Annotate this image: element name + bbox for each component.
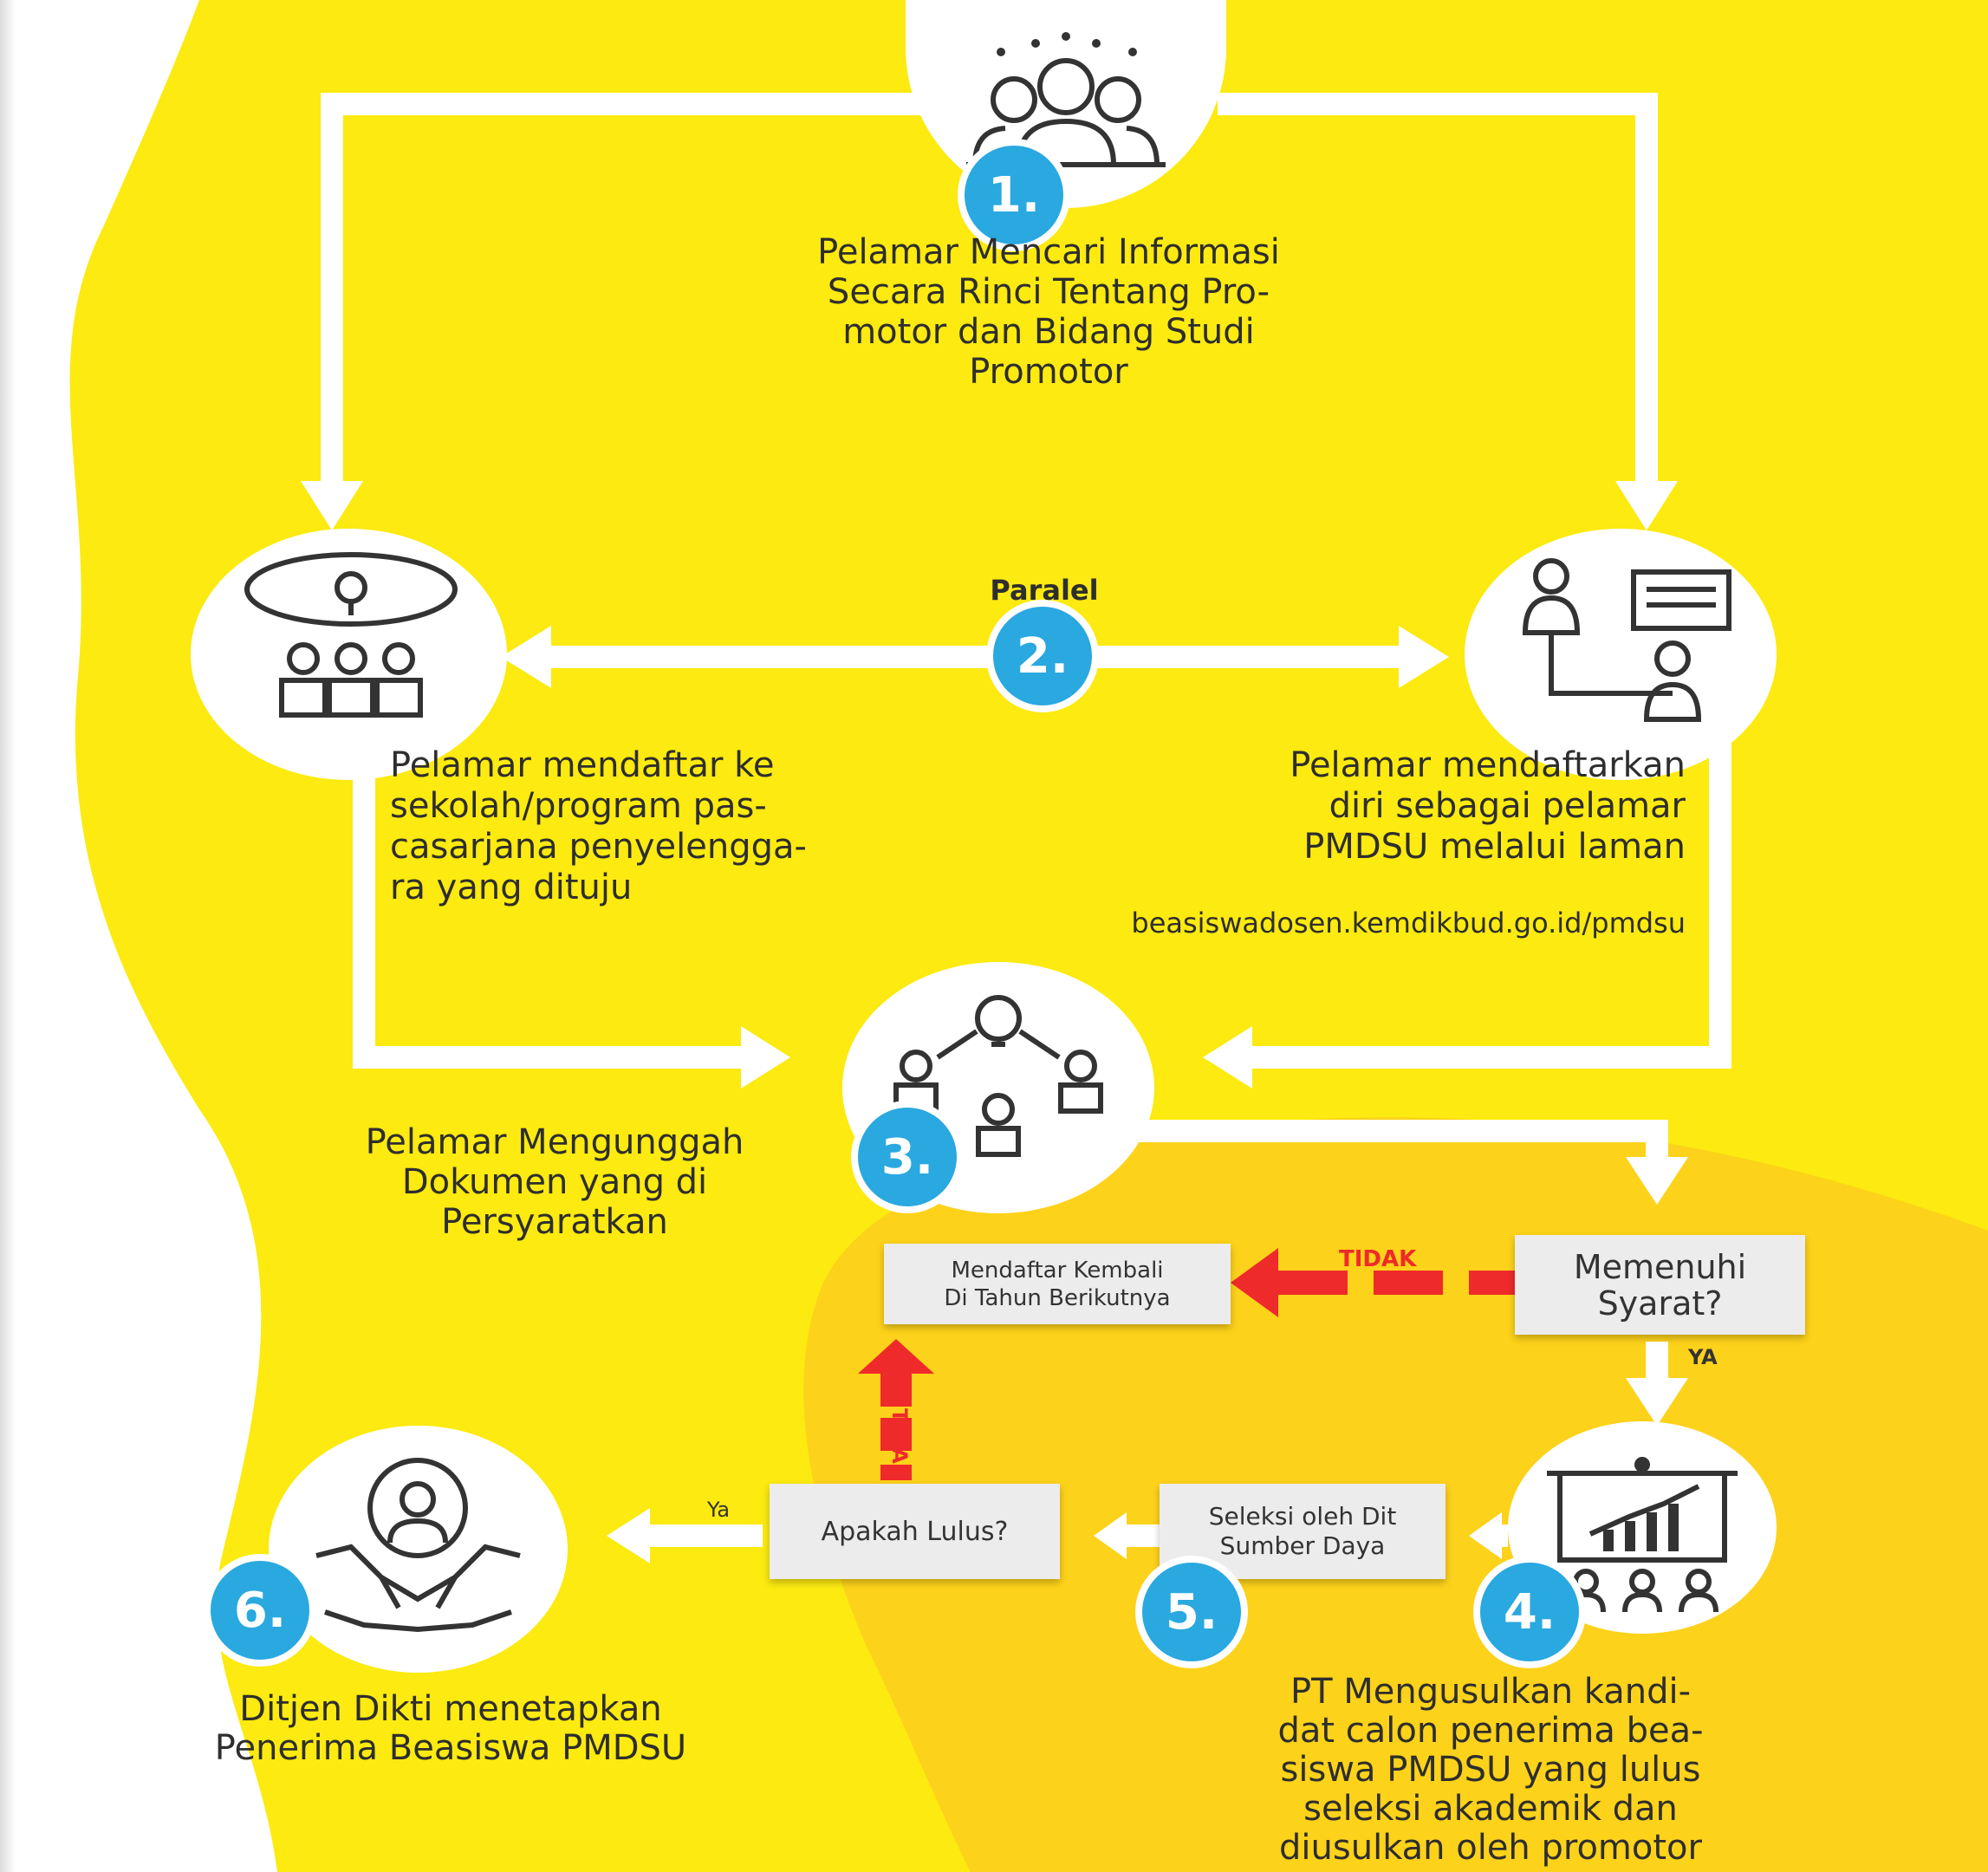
- step2-right-text: Pelamar mendaftarkan diri sebagai pelama…: [1290, 745, 1686, 867]
- presentation-icon: [1547, 1457, 1738, 1613]
- ya-label-2: Ya: [707, 1498, 731, 1522]
- step3-text: Pelamar Mengunggah Dokumen yang di Persy…: [365, 1122, 744, 1242]
- apakah-lulus-box: Apakah Lulus?: [770, 1484, 1060, 1579]
- discussion-idea-icon: [244, 552, 458, 718]
- mendaftar-kembali-box: Mendaftar Kembali Di Tahun Berikutnya: [884, 1244, 1231, 1324]
- step5-badge: 5.: [1135, 1556, 1248, 1668]
- step1-badge: 1.: [958, 139, 1070, 251]
- step1-text: Pelamar Mencari Informasi Secara Rinci T…: [817, 232, 1280, 392]
- interview-icon: [1522, 558, 1731, 722]
- handshake-icon: [315, 1458, 521, 1633]
- step4-badge: 4.: [1473, 1556, 1586, 1668]
- step6-badge: 6.: [204, 1554, 316, 1667]
- step2-left-text: Pelamar mendaftar ke sekolah/program pas…: [390, 745, 807, 907]
- memenuhi-syarat-box: Memenuhi Syarat?: [1515, 1235, 1805, 1335]
- tidak-label-2: TIDAK: [887, 1408, 912, 1480]
- step6-text: Ditjen Dikti menetapkan Penerima Beasisw…: [214, 1689, 687, 1768]
- step3-badge: 3.: [851, 1101, 964, 1213]
- step2-right-circle: [1465, 529, 1777, 780]
- group-people-icon: [966, 32, 1166, 167]
- step4-text: PT Mengusulkan kandi- dat calon penerima…: [1277, 1672, 1704, 1868]
- step6-circle: [269, 1426, 568, 1673]
- tidak-label-1: TIDAK: [1339, 1246, 1417, 1272]
- network-idea-icon: [893, 995, 1103, 1157]
- step2-left-circle: [191, 529, 507, 780]
- seleksi-box: Seleksi oleh Dit Sumber Daya: [1160, 1484, 1446, 1579]
- step2-badge: 2.: [986, 600, 1099, 712]
- step2-url: beasiswadosen.kemdikbud.go.id/pmdsu: [1131, 907, 1686, 939]
- ya-label-1: YA: [1688, 1345, 1718, 1369]
